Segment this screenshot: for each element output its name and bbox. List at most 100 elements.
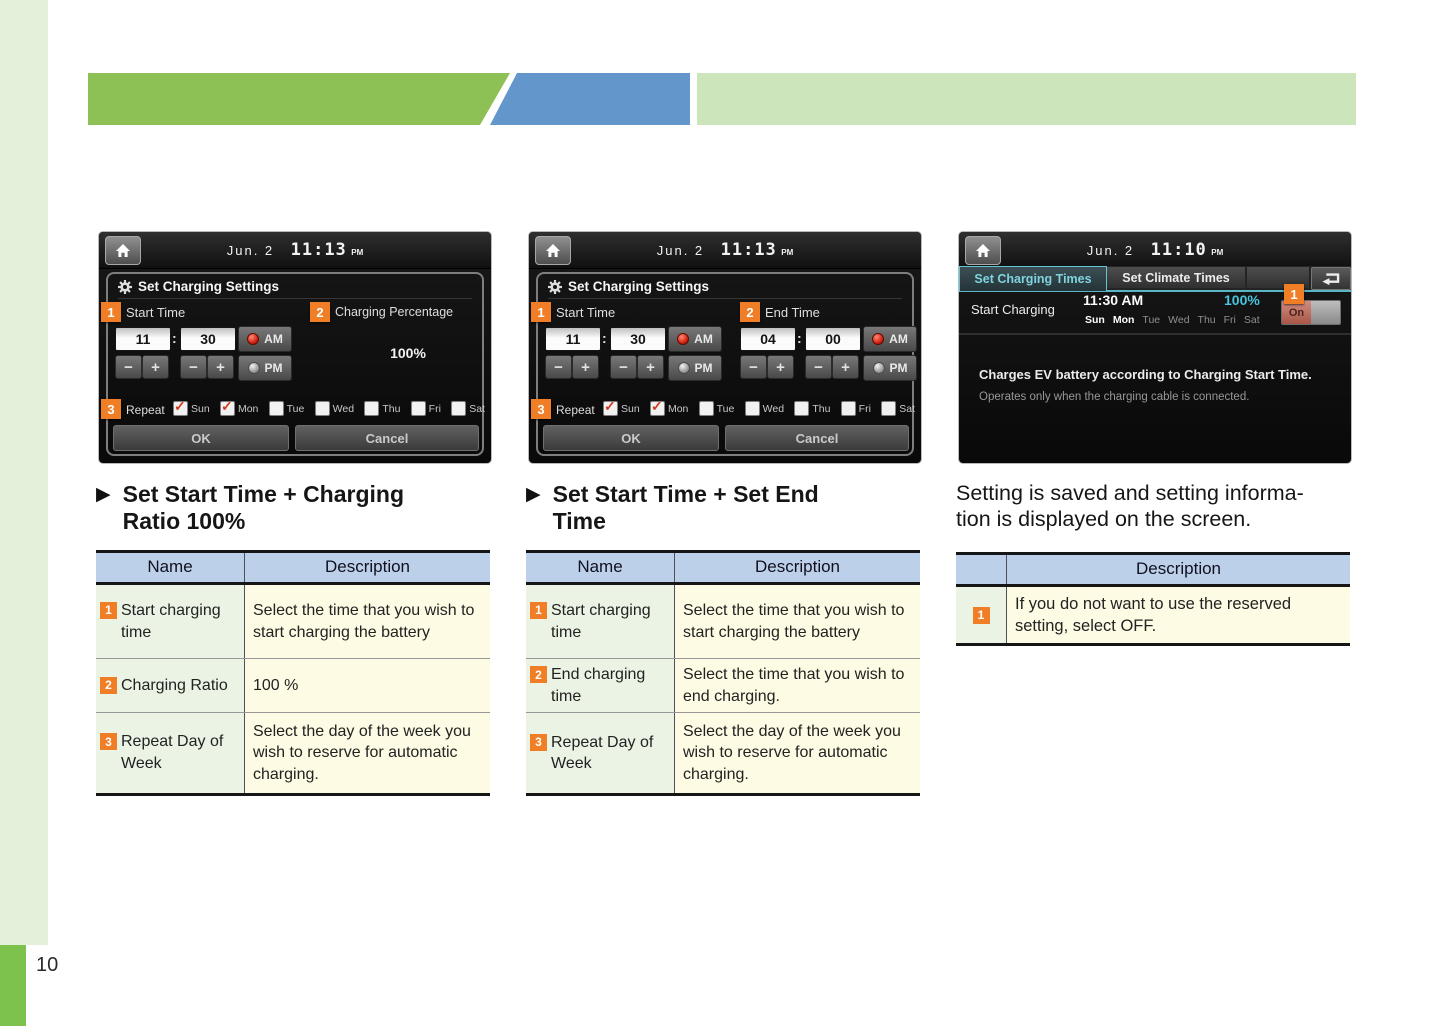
panel-title-row: Set Charging Settings: [548, 279, 902, 299]
row-description: Select the time that you wish to start c…: [253, 601, 475, 641]
status-time: 11:10: [1150, 240, 1207, 260]
row-name: Repeat Day of Week: [551, 733, 654, 773]
day-checkbox-mon[interactable]: Mon: [219, 398, 258, 416]
home-button[interactable]: [965, 236, 1001, 265]
checkbox-checked-icon: [173, 398, 188, 416]
on-off-toggle[interactable]: On: [1281, 300, 1341, 325]
end-hour-field[interactable]: 04: [740, 327, 796, 351]
toggle-on-label: On: [1282, 301, 1311, 324]
checkbox-checked-icon: [649, 398, 665, 416]
col-header-empty: [956, 555, 1006, 584]
hour-minus-button[interactable]: −: [115, 355, 142, 379]
row-badge: 2: [100, 676, 117, 694]
day-checkbox-tue[interactable]: Tue: [268, 401, 304, 416]
checkbox-icon: [698, 401, 714, 416]
checkbox-icon: [268, 401, 284, 416]
start-minute-plus-button[interactable]: +: [637, 355, 664, 379]
status-datetime: Jun. 2 11:13 PM: [99, 240, 491, 260]
row-name: End charging time: [551, 666, 646, 705]
section3-table: Description 1 If you do not want to use …: [956, 552, 1350, 646]
callout-badge-3: 3: [101, 399, 121, 419]
home-icon: [976, 244, 990, 257]
minute-minus-button[interactable]: −: [180, 355, 207, 379]
back-button[interactable]: [1311, 267, 1351, 290]
day-tue: Tue: [1142, 314, 1161, 326]
end-minute-minus-button[interactable]: −: [805, 355, 832, 379]
day-checkbox-fri[interactable]: Fri: [840, 401, 871, 416]
minus-icon: −: [749, 358, 758, 376]
day-checkbox-mon[interactable]: Mon: [649, 398, 688, 416]
day-checkbox-sat[interactable]: Sat: [451, 401, 485, 416]
start-pm-button[interactable]: PM: [668, 355, 722, 381]
end-am-button[interactable]: AM: [863, 326, 917, 352]
start-minute-field[interactable]: 30: [610, 327, 666, 351]
end-pm-button[interactable]: PM: [863, 355, 917, 381]
pm-label: PM: [264, 361, 283, 375]
pm-button[interactable]: PM: [238, 355, 292, 381]
cancel-button[interactable]: Cancel: [295, 425, 479, 451]
plus-icon: +: [841, 358, 850, 376]
checkbox-icon: [794, 401, 810, 416]
day-checkbox-tue[interactable]: Tue: [698, 401, 734, 416]
checkbox-icon: [314, 401, 330, 416]
start-minute-minus-button[interactable]: −: [610, 355, 637, 379]
day-checkbox-sun[interactable]: Sun: [173, 398, 210, 416]
cancel-button[interactable]: Cancel: [725, 425, 909, 451]
page-number-block: [0, 945, 26, 1026]
minute-plus-button[interactable]: +: [207, 355, 234, 379]
day-checkbox-thu[interactable]: Thu: [364, 401, 400, 416]
start-hour-field[interactable]: 11: [115, 327, 171, 351]
start-minute-field[interactable]: 30: [180, 327, 236, 351]
section2-heading-line1: Set Start Time + Set End: [552, 481, 819, 507]
row-description: Select the day of the week you wish to r…: [683, 722, 901, 783]
ok-button[interactable]: OK: [543, 425, 719, 451]
row-description: Select the time that you wish to end cha…: [683, 666, 905, 705]
col-header-name: Name: [577, 557, 623, 576]
day-fri: Fri: [1223, 314, 1236, 326]
section1-heading-line1: Set Start Time + Charging: [122, 481, 405, 507]
row-name: Charging Ratio: [121, 676, 228, 694]
end-hour-minus-button[interactable]: −: [740, 355, 767, 379]
row-description: Select the day of the week you wish to r…: [253, 722, 471, 783]
info-text-primary: Charges EV battery according to Charging…: [979, 367, 1312, 382]
day-checkbox-sun[interactable]: Sun: [603, 398, 640, 416]
start-hour-field[interactable]: 11: [545, 327, 601, 351]
settings-panel: Set Charging Settings: [106, 272, 484, 456]
end-hour-plus-button[interactable]: +: [767, 355, 794, 379]
day-checkbox-fri[interactable]: Fri: [410, 401, 441, 416]
callout-badge-1: 1: [101, 302, 121, 322]
home-button[interactable]: [535, 236, 571, 265]
ok-button[interactable]: OK: [113, 425, 289, 451]
status-datetime: Jun. 2 11:10 PM: [959, 240, 1351, 260]
screenshot-charging-times-overview: Jun. 2 11:10 PM Set Charging Times Set C…: [958, 231, 1352, 464]
start-time-label: Start Time: [126, 305, 186, 320]
end-minute-field[interactable]: 00: [805, 327, 861, 351]
end-minute-plus-button[interactable]: +: [832, 355, 859, 379]
plus-icon: +: [216, 358, 225, 376]
am-button[interactable]: AM: [238, 326, 292, 352]
section3-note: Setting is saved and setting informa- ti…: [956, 480, 1304, 532]
gear-icon: [118, 279, 132, 294]
day-checkbox-thu[interactable]: Thu: [794, 401, 830, 416]
hour-plus-button[interactable]: +: [142, 355, 169, 379]
minus-icon: −: [814, 358, 823, 376]
day-checkbox-wed[interactable]: Wed: [314, 401, 354, 416]
charging-percentage-value: 100%: [390, 345, 426, 361]
start-hour-minus-button[interactable]: −: [545, 355, 572, 379]
start-am-button[interactable]: AM: [668, 326, 722, 352]
tab-set-charging-times[interactable]: Set Charging Times: [959, 266, 1107, 291]
start-hour-plus-button[interactable]: +: [572, 355, 599, 379]
plus-icon: +: [581, 358, 590, 376]
day-checkbox-wed[interactable]: Wed: [744, 401, 784, 416]
day-checkbox-sat[interactable]: Sat: [881, 401, 915, 416]
gear-icon: [548, 279, 562, 294]
row-name: Start charging time: [121, 601, 221, 641]
tab-set-climate-times[interactable]: Set Climate Times: [1107, 267, 1245, 288]
home-button[interactable]: [105, 236, 141, 265]
page-number: 10: [36, 954, 59, 976]
minus-icon: −: [189, 358, 198, 376]
callout-badge-1: 1: [1284, 284, 1304, 304]
minus-icon: −: [554, 358, 563, 376]
row-badge: 1: [972, 606, 990, 624]
